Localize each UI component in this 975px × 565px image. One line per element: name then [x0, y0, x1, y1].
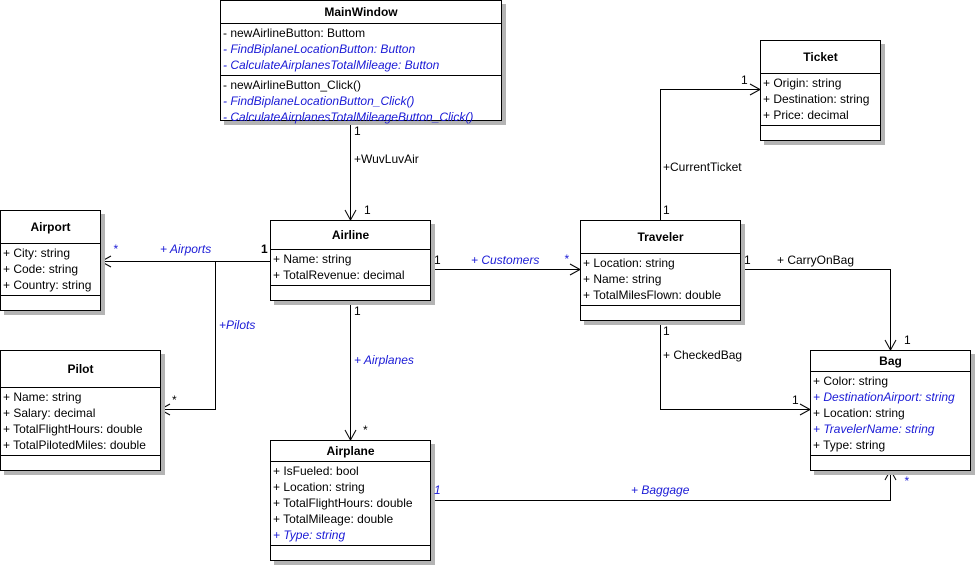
carryonbag-role-label: + CarryOnBag — [777, 253, 855, 267]
class-pilot[interactable]: Pilot + Name: string + Salary: decimal +… — [0, 350, 161, 471]
association-currentticket-line — [660, 89, 760, 220]
operation-list — [1, 296, 100, 299]
carryonbag-target-multiplicity: 1 — [904, 333, 911, 347]
attribute-row: + Type: string — [273, 528, 346, 542]
airports-source-multiplicity: 1 — [261, 242, 268, 256]
attribute-row: + City: string — [3, 246, 71, 260]
attribute-row: + TotalPilotedMiles: double — [3, 438, 146, 452]
class-bag[interactable]: Bag + Color: string + DestinationAirport… — [810, 350, 971, 471]
class-title: Airline — [271, 221, 430, 250]
wuvluvair-target-multiplicity: 1 — [364, 203, 371, 217]
attribute-row: + Name: string — [273, 252, 352, 266]
operation-list — [1, 456, 160, 459]
checkedbag-source-multiplicity: 1 — [663, 324, 670, 338]
association-carryonbag-line — [741, 269, 891, 350]
class-mainwindow[interactable]: MainWindow - newAirlineButton: Buttom - … — [220, 0, 502, 124]
operation-list — [811, 456, 970, 459]
attribute-list: + Origin: string + Destination: string +… — [761, 74, 880, 126]
attribute-row: + Location: string — [583, 256, 675, 270]
currentticket-source-multiplicity: 1 — [663, 203, 670, 217]
checkedbag-target-multiplicity: 1 — [792, 393, 799, 407]
class-title: Airport — [1, 211, 100, 244]
class-title: Bag — [811, 351, 970, 372]
class-ticket[interactable]: Ticket + Origin: string + Destination: s… — [760, 40, 881, 141]
attribute-row: + Salary: decimal — [3, 406, 96, 420]
class-traveler[interactable]: Traveler + Location: string + Name: stri… — [580, 220, 741, 321]
airports-role-label: + Airports — [160, 242, 212, 256]
attribute-row: - CalculateAirplanesTotalMileage: Button — [223, 58, 440, 72]
class-airplane[interactable]: Airplane + IsFueled: bool + Location: st… — [270, 440, 431, 561]
wuvluvair-role-label: +WuvLuvAir — [354, 152, 419, 166]
currentticket-role-label: +CurrentTicket — [663, 160, 742, 174]
attribute-row: + Location: string — [813, 406, 905, 420]
attribute-list: + City: string + Code: string + Country:… — [1, 244, 100, 296]
baggage-source-multiplicity: 1 — [434, 483, 441, 497]
baggage-target-multiplicity: * — [904, 474, 909, 488]
attribute-list: + Location: string + Name: string + Tota… — [581, 254, 740, 306]
airplanes-target-multiplicity: * — [363, 423, 368, 437]
attribute-list: + Name: string + Salary: decimal + Total… — [1, 388, 160, 456]
class-title: Ticket — [761, 41, 880, 74]
class-title: Pilot — [1, 351, 160, 388]
class-title: MainWindow — [221, 1, 501, 24]
operation-list — [271, 546, 430, 549]
class-airport[interactable]: Airport + City: string + Code: string + … — [0, 210, 101, 311]
attribute-list: + Color: string + DestinationAirport: st… — [811, 372, 970, 456]
carryonbag-source-multiplicity: 1 — [744, 253, 751, 267]
association-pilots-line — [160, 261, 216, 410]
attribute-row: + Code: string — [3, 262, 79, 276]
attribute-row: + TotalMilesFlown: double — [583, 288, 722, 302]
class-title: Traveler — [581, 221, 740, 254]
attribute-row: + Country: string — [3, 278, 92, 292]
customers-target-multiplicity: * — [564, 252, 569, 266]
attribute-row: + Color: string — [813, 374, 889, 388]
attribute-row: + Name: string — [583, 272, 662, 286]
attribute-row: + DestinationAirport: string — [813, 390, 955, 404]
operation-list: - newAirlineButton_Click() - FindBiplane… — [221, 76, 501, 127]
operation-list — [271, 286, 430, 289]
attribute-row: - newAirlineButton: Buttom — [223, 26, 366, 40]
airplanes-source-multiplicity: 1 — [354, 304, 361, 318]
class-airline[interactable]: Airline + Name: string + TotalRevenue: d… — [270, 220, 431, 301]
operation-row: - CalculateAirplanesTotalMileageButton_C… — [223, 110, 474, 124]
attribute-row: - FindBiplaneLocationButton: Button — [223, 42, 416, 56]
attribute-row: + TotalFlightHours: double — [273, 496, 413, 510]
operation-list — [761, 126, 880, 129]
attribute-row: + Location: string — [273, 480, 365, 494]
association-baggage-line — [431, 470, 891, 501]
operation-row: - newAirlineButton_Click() — [223, 78, 362, 92]
airports-target-multiplicity: * — [113, 242, 118, 256]
class-title: Airplane — [271, 441, 430, 462]
attribute-row: + TotalRevenue: decimal — [273, 268, 405, 282]
attribute-row: + TravelerName: string — [813, 422, 935, 436]
arrowhead-icon — [99, 255, 112, 268]
attribute-row: + Price: decimal — [763, 108, 849, 122]
wuvluvair-source-multiplicity: 1 — [354, 124, 361, 138]
attribute-list: + Name: string + TotalRevenue: decimal — [271, 250, 430, 286]
attribute-row: + TotalMileage: double — [273, 512, 394, 526]
customers-role-label: + Customers — [471, 253, 540, 267]
operation-list — [581, 306, 740, 309]
attribute-row: + TotalFlightHours: double — [3, 422, 143, 436]
operation-row: - FindBiplaneLocationButton_Click() — [223, 94, 415, 108]
attribute-list: - newAirlineButton: Buttom - FindBiplane… — [221, 24, 501, 76]
customers-source-multiplicity: 1 — [434, 253, 441, 267]
pilots-target-multiplicity: * — [172, 393, 177, 407]
attribute-row: + Name: string — [3, 390, 82, 404]
attribute-row: + Type: string — [813, 438, 886, 452]
baggage-role-label: + Baggage — [631, 483, 690, 497]
attribute-row: + Destination: string — [763, 92, 870, 106]
attribute-list: + IsFueled: bool + Location: string + To… — [271, 462, 430, 546]
pilots-role-label: +Pilots — [219, 318, 256, 332]
currentticket-target-multiplicity: 1 — [741, 73, 748, 87]
checkedbag-role-label: + CheckedBag — [663, 348, 743, 362]
airplanes-role-label: + Airplanes — [354, 353, 414, 367]
attribute-row: + IsFueled: bool — [273, 464, 359, 478]
association-checkedbag-line — [660, 321, 810, 410]
attribute-row: + Origin: string — [763, 76, 842, 90]
